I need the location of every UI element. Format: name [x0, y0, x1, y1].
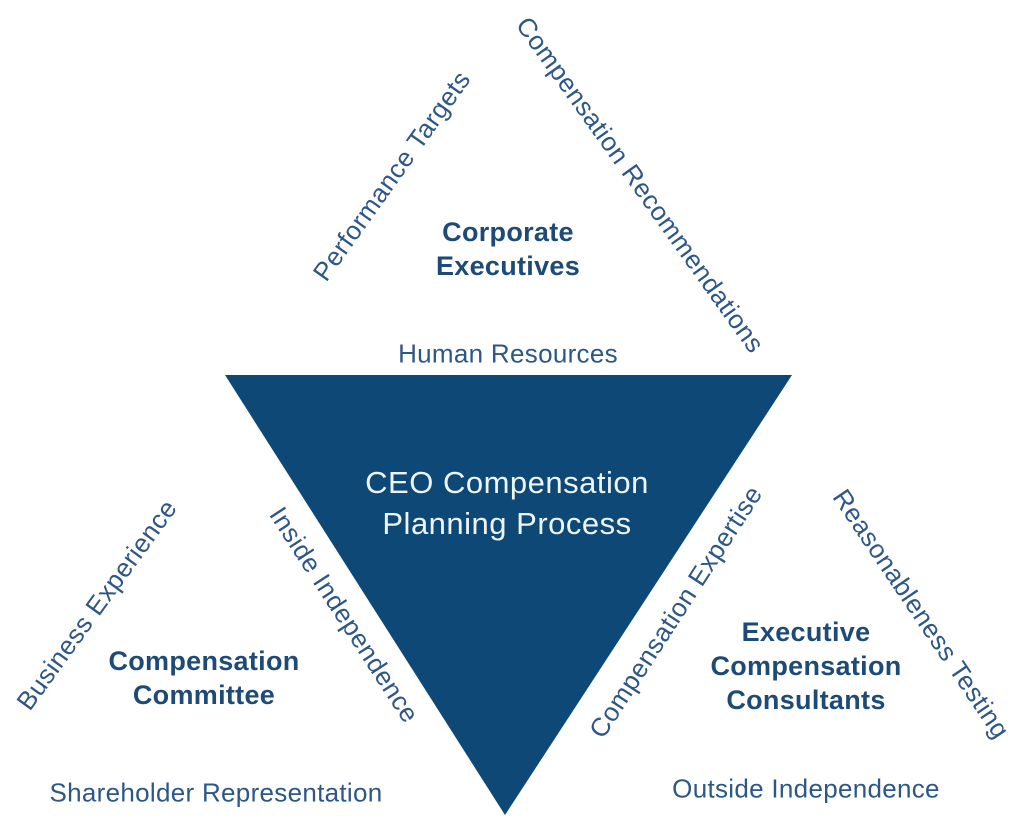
- triangle-title: CEO Compensation Planning Process: [365, 462, 649, 544]
- heading-executive-compensation-consultants: Executive Compensation Consultants: [710, 615, 901, 717]
- heading-corporate-executives: Corporate Executives: [436, 215, 580, 283]
- base-label-shareholder-representation: Shareholder Representation: [49, 777, 383, 808]
- triangle-title-line1: CEO Compensation: [365, 465, 649, 500]
- base-label-outside-independence: Outside Independence: [672, 773, 940, 804]
- heading-compensation-committee: Compensation Committee: [108, 644, 299, 712]
- heading-executive-compensation-consultants-line3: Consultants: [726, 685, 886, 715]
- heading-executive-compensation-consultants-line1: Executive: [741, 617, 871, 647]
- heading-compensation-committee-line2: Committee: [132, 680, 276, 710]
- process-triangle: [225, 375, 792, 815]
- triangle-title-line2: Planning Process: [382, 506, 632, 541]
- heading-corporate-executives-line2: Executives: [435, 251, 581, 281]
- heading-compensation-committee-line1: Compensation: [108, 646, 300, 676]
- heading-corporate-executives-line1: Corporate: [442, 217, 574, 247]
- base-label-human-resources: Human Resources: [398, 338, 618, 369]
- heading-executive-compensation-consultants-line2: Compensation: [710, 651, 902, 681]
